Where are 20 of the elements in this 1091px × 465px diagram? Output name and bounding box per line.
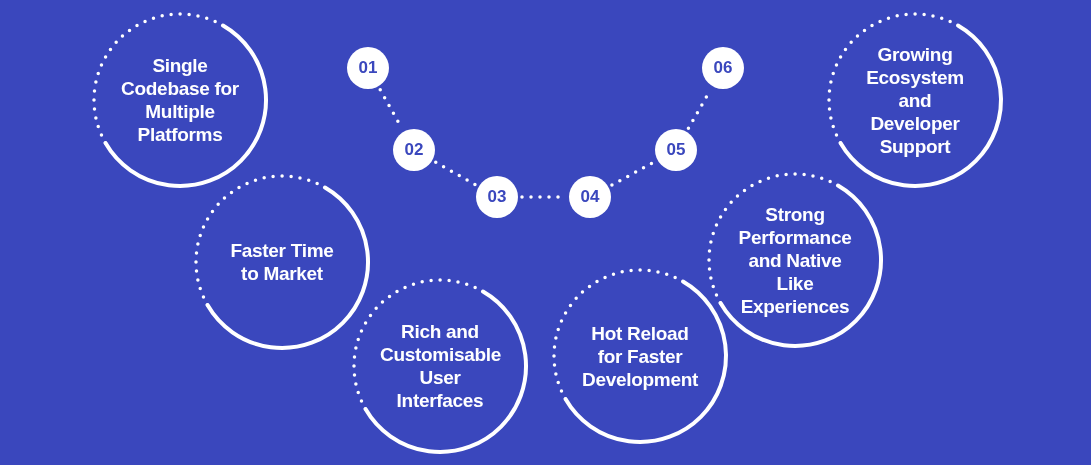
feature-text: Hot Reload for Faster Development <box>581 321 699 391</box>
step-number: 03 <box>476 176 518 218</box>
feature-text: Strong Performance and Native Like Experiences <box>737 202 853 318</box>
feature-circle <box>196 176 368 348</box>
step-number: 01 <box>347 47 389 89</box>
feature-circle <box>554 270 726 442</box>
step-number: 02 <box>393 129 435 171</box>
step-number: 04 <box>569 176 611 218</box>
step-number: 05 <box>655 129 697 171</box>
feature-text: Growing Ecosystem and Developer Support <box>865 42 965 158</box>
step-number: 06 <box>702 47 744 89</box>
feature-circle <box>354 280 526 452</box>
feature-circle <box>94 14 266 186</box>
feature-circle <box>709 174 881 346</box>
feature-circle <box>829 14 1001 186</box>
dotted-connector <box>434 160 477 187</box>
feature-text: Faster Time to Market <box>229 239 335 285</box>
dotted-connector <box>610 160 656 187</box>
feature-text: Rich and Customisable User Interfaces <box>380 320 500 412</box>
feature-text: Single Codebase for Multiple Platforms <box>120 54 240 146</box>
